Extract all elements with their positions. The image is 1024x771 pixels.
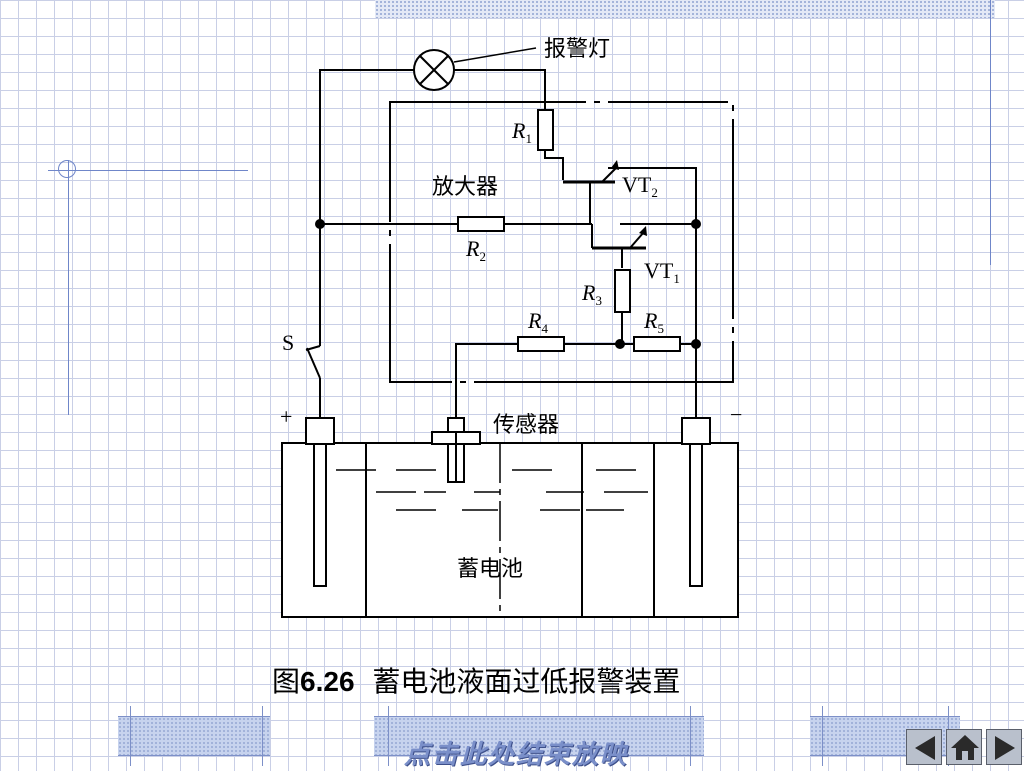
home-button[interactable] bbox=[946, 729, 982, 765]
caption-prefix: 图 bbox=[272, 665, 301, 698]
resistor-r1 bbox=[537, 109, 554, 151]
switch-label: S bbox=[282, 330, 294, 355]
battery-label: 蓄电池 bbox=[457, 557, 523, 582]
decor-line bbox=[822, 706, 823, 766]
caption-number: 6.26 bbox=[300, 666, 355, 697]
bottom-decor-band bbox=[374, 716, 704, 756]
resistor-r2 bbox=[457, 216, 505, 232]
amplifier-box bbox=[389, 101, 734, 383]
resistor-r5 bbox=[633, 336, 681, 352]
alarm-lamp-label: 报警灯 bbox=[544, 37, 610, 62]
bottom-decor-band bbox=[118, 716, 270, 756]
r1-label: R1 bbox=[511, 118, 532, 146]
next-arrow-icon bbox=[995, 736, 1015, 760]
home-icon bbox=[951, 735, 979, 760]
decor-line bbox=[68, 160, 69, 415]
r3-label: R3 bbox=[581, 280, 602, 308]
end-show-link[interactable]: 点击此处结束放映 bbox=[404, 740, 629, 770]
plus-label: + bbox=[280, 404, 292, 429]
r4-label: R4 bbox=[527, 308, 548, 336]
vt1-label: VT1 bbox=[644, 258, 680, 286]
r2-label: R2 bbox=[465, 236, 486, 264]
prev-slide-button[interactable] bbox=[906, 729, 942, 765]
next-slide-button[interactable] bbox=[986, 729, 1022, 765]
amplifier-label: 放大器 bbox=[432, 175, 498, 200]
decor-line bbox=[48, 170, 248, 171]
minus-label: − bbox=[730, 402, 742, 427]
resistor-r4 bbox=[517, 336, 565, 352]
top-decor-band bbox=[375, 0, 995, 18]
battery bbox=[281, 442, 739, 618]
decor-line bbox=[690, 706, 691, 766]
decor-line bbox=[130, 706, 131, 766]
decor-line bbox=[388, 706, 389, 766]
r5-label: R5 bbox=[643, 308, 664, 336]
transistor-vt2 bbox=[563, 160, 619, 224]
sensor-label: 传感器 bbox=[493, 413, 559, 438]
sensor-probe bbox=[431, 417, 481, 483]
positive-terminal bbox=[305, 417, 335, 587]
vt2-label: VT2 bbox=[622, 172, 658, 200]
figure-caption: 图6.26 蓄电池液面过低报警装置 bbox=[272, 660, 792, 700]
supply-wiring bbox=[305, 69, 697, 418]
decor-ring bbox=[58, 160, 76, 178]
alarm-lamp bbox=[413, 49, 455, 91]
caption-title: 蓄电池液面过低报警装置 bbox=[372, 665, 681, 698]
decor-line bbox=[262, 706, 263, 766]
sensor-wiring bbox=[455, 343, 696, 420]
decor-line bbox=[990, 0, 991, 265]
resistor-r3 bbox=[614, 269, 631, 313]
lamp-leader-line bbox=[453, 47, 537, 63]
transistor-vt1 bbox=[591, 224, 647, 268]
prev-arrow-icon bbox=[915, 736, 935, 760]
negative-terminal bbox=[681, 417, 711, 587]
